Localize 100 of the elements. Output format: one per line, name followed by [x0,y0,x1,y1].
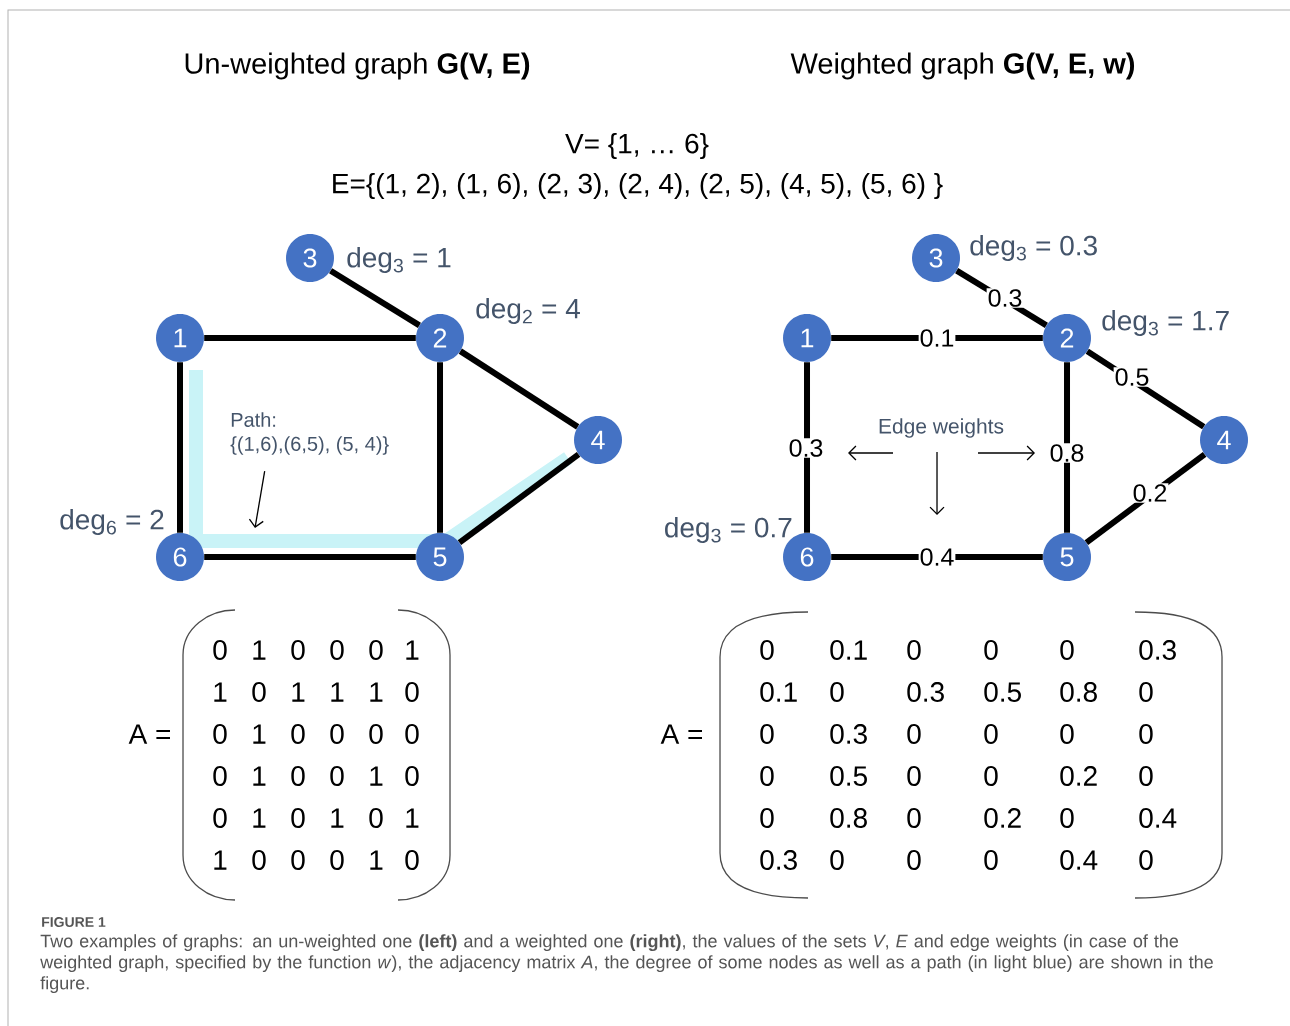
matrix-entry: 0 [1139,682,1153,702]
matrix-entry: 1 [253,724,266,744]
edge-label: 0.1 [918,328,956,348]
edge-set: E={(1, 2), (1, 6), (2, 3), (2, 4), (2, 5), (4, 5), (5, 6) } [333,172,943,200]
matrix-entry: 0 [907,724,921,744]
matrix-name: A = [660,724,702,744]
graph-edge [329,268,421,328]
matrix-entry: 1 [406,640,419,660]
matrix-entry: 0 [984,766,998,786]
degree-label: deg$_{6}$ = 2 [60,508,164,536]
matrix-name: A = [128,724,170,744]
graph-node: 6 [156,533,204,581]
matrix-entry: 0 [252,682,266,702]
matrix-entry: 0 [760,640,774,660]
degree-label: deg$_{3}$ = 1.7 [1102,309,1229,337]
graph-edge [804,362,810,533]
matrix-entry: 1 [292,682,305,702]
matrix-entry: 0 [760,808,774,828]
matrix-entry: 0 [330,766,344,786]
matrix-entry: 0 [984,850,998,870]
matrix-entry: 0 [330,724,344,744]
graph-node: 5 [416,533,464,581]
matrix-entry: 0 [907,640,921,660]
matrix-entry: 0.3 [1139,640,1176,660]
matrix-entry: 0 [907,766,921,786]
matrix-entry: 1 [331,682,344,702]
matrix-entry: 0 [1139,724,1153,744]
matrix-entry: 1 [214,682,227,702]
graph-node: 3 [912,234,960,282]
pointer-arrow [929,451,945,515]
matrix-entry: 0.2 [984,808,1021,828]
matrix-entry: 0 [760,766,774,786]
matrix-entry: 0 [1060,724,1074,744]
graph-node: 5 [1043,533,1091,581]
graph-edge [204,554,416,560]
matrix-entry: 0.3 [830,724,867,744]
matrix-entry: 1 [253,808,266,828]
edge-label: 0.3 [787,438,825,458]
matrix-entry: 0 [213,640,227,660]
matrix-entry: 0 [291,724,305,744]
matrix-entry: 0 [830,682,844,702]
graph-heading: Weighted graph G(V, E, w) [790,52,1135,80]
graph-node: 1 [783,314,831,362]
matrix-entry: 0 [984,640,998,660]
caption-text: Two examples of graphs: an un-weighted one (left) and a weighted one (right), the values of the sets V, E and edge weights (in case of the weighted graph, specified by the function w), the adjacency matrix A, the degree of some nodes as well as a path (in light blue) are shown in the figure. [40,934,1213,993]
graph-node: 4 [1200,416,1248,464]
graph-node: 3 [286,234,334,282]
matrix-entry: 0 [330,640,344,660]
matrix-entry: 1 [370,766,383,786]
graph-edge [1084,452,1207,545]
edge-label: 0.4 [918,547,956,567]
vertex-set: V= {1, … 6} [565,132,709,160]
matrix-entry: 0 [213,808,227,828]
matrix-entry: 0 [291,766,305,786]
matrix-entry: 1 [370,682,383,702]
matrix-entry: 0 [907,808,921,828]
matrix-entry: 0.2 [1060,766,1097,786]
graph-edge [1064,362,1070,533]
matrix-entry: 0.4 [1060,850,1098,870]
matrix-entry: 0 [1139,850,1153,870]
matrix-entry: 0 [369,640,383,660]
matrix-entry: 0.8 [830,808,867,828]
matrix-entry: 0.5 [984,682,1021,702]
edge-label: 0.8 [1048,443,1086,463]
matrix-entry: 0 [330,850,344,870]
graph-edge [457,452,581,545]
edge-label: 0.3 [986,288,1024,308]
matrix-entry: 0 [291,808,305,828]
matrix-entry: 0 [907,850,921,870]
pointer-arrow [977,445,1035,461]
graph-node: 2 [416,314,464,362]
matrix-entry: 0 [252,850,266,870]
figure-number: FIGURE 1 [42,917,106,927]
degree-label: deg$_{3}$ = 0.3 [970,234,1097,262]
graph-node: 1 [156,314,204,362]
graph-edge [204,335,416,341]
matrix-entry: 0 [405,766,419,786]
graph-heading: Un-weighted graph G(V, E) [185,52,530,80]
matrix-entry: 0 [1060,808,1074,828]
matrix-entry: 0 [369,808,383,828]
path-note: Path: {(1,6),(6,5), (5, 4)} [230,412,389,455]
matrix-entry: 0 [405,724,419,744]
graph-edge [177,362,183,533]
matrix-entry: 0 [405,682,419,702]
matrix-entry: 0 [1060,640,1074,660]
matrix-entry: 0 [291,850,305,870]
matrix-entry: 0.4 [1139,808,1177,828]
graph-node: 2 [1043,314,1091,362]
matrix-entry: 1 [406,808,419,828]
matrix-entry: 1 [331,808,344,828]
matrix-entry: 0 [291,640,305,660]
edge-label: 0.5 [1113,367,1151,387]
degree-label: deg$_{3}$ = 1 [347,246,451,274]
matrix-entry: 0 [1139,766,1153,786]
pointer-arrow [848,445,894,461]
edge-label: 0.2 [1131,483,1169,503]
graph-edge [437,362,443,533]
graph-edge [458,348,580,430]
matrix-entry: 0 [213,724,227,744]
matrix-entry: 0 [369,724,383,744]
